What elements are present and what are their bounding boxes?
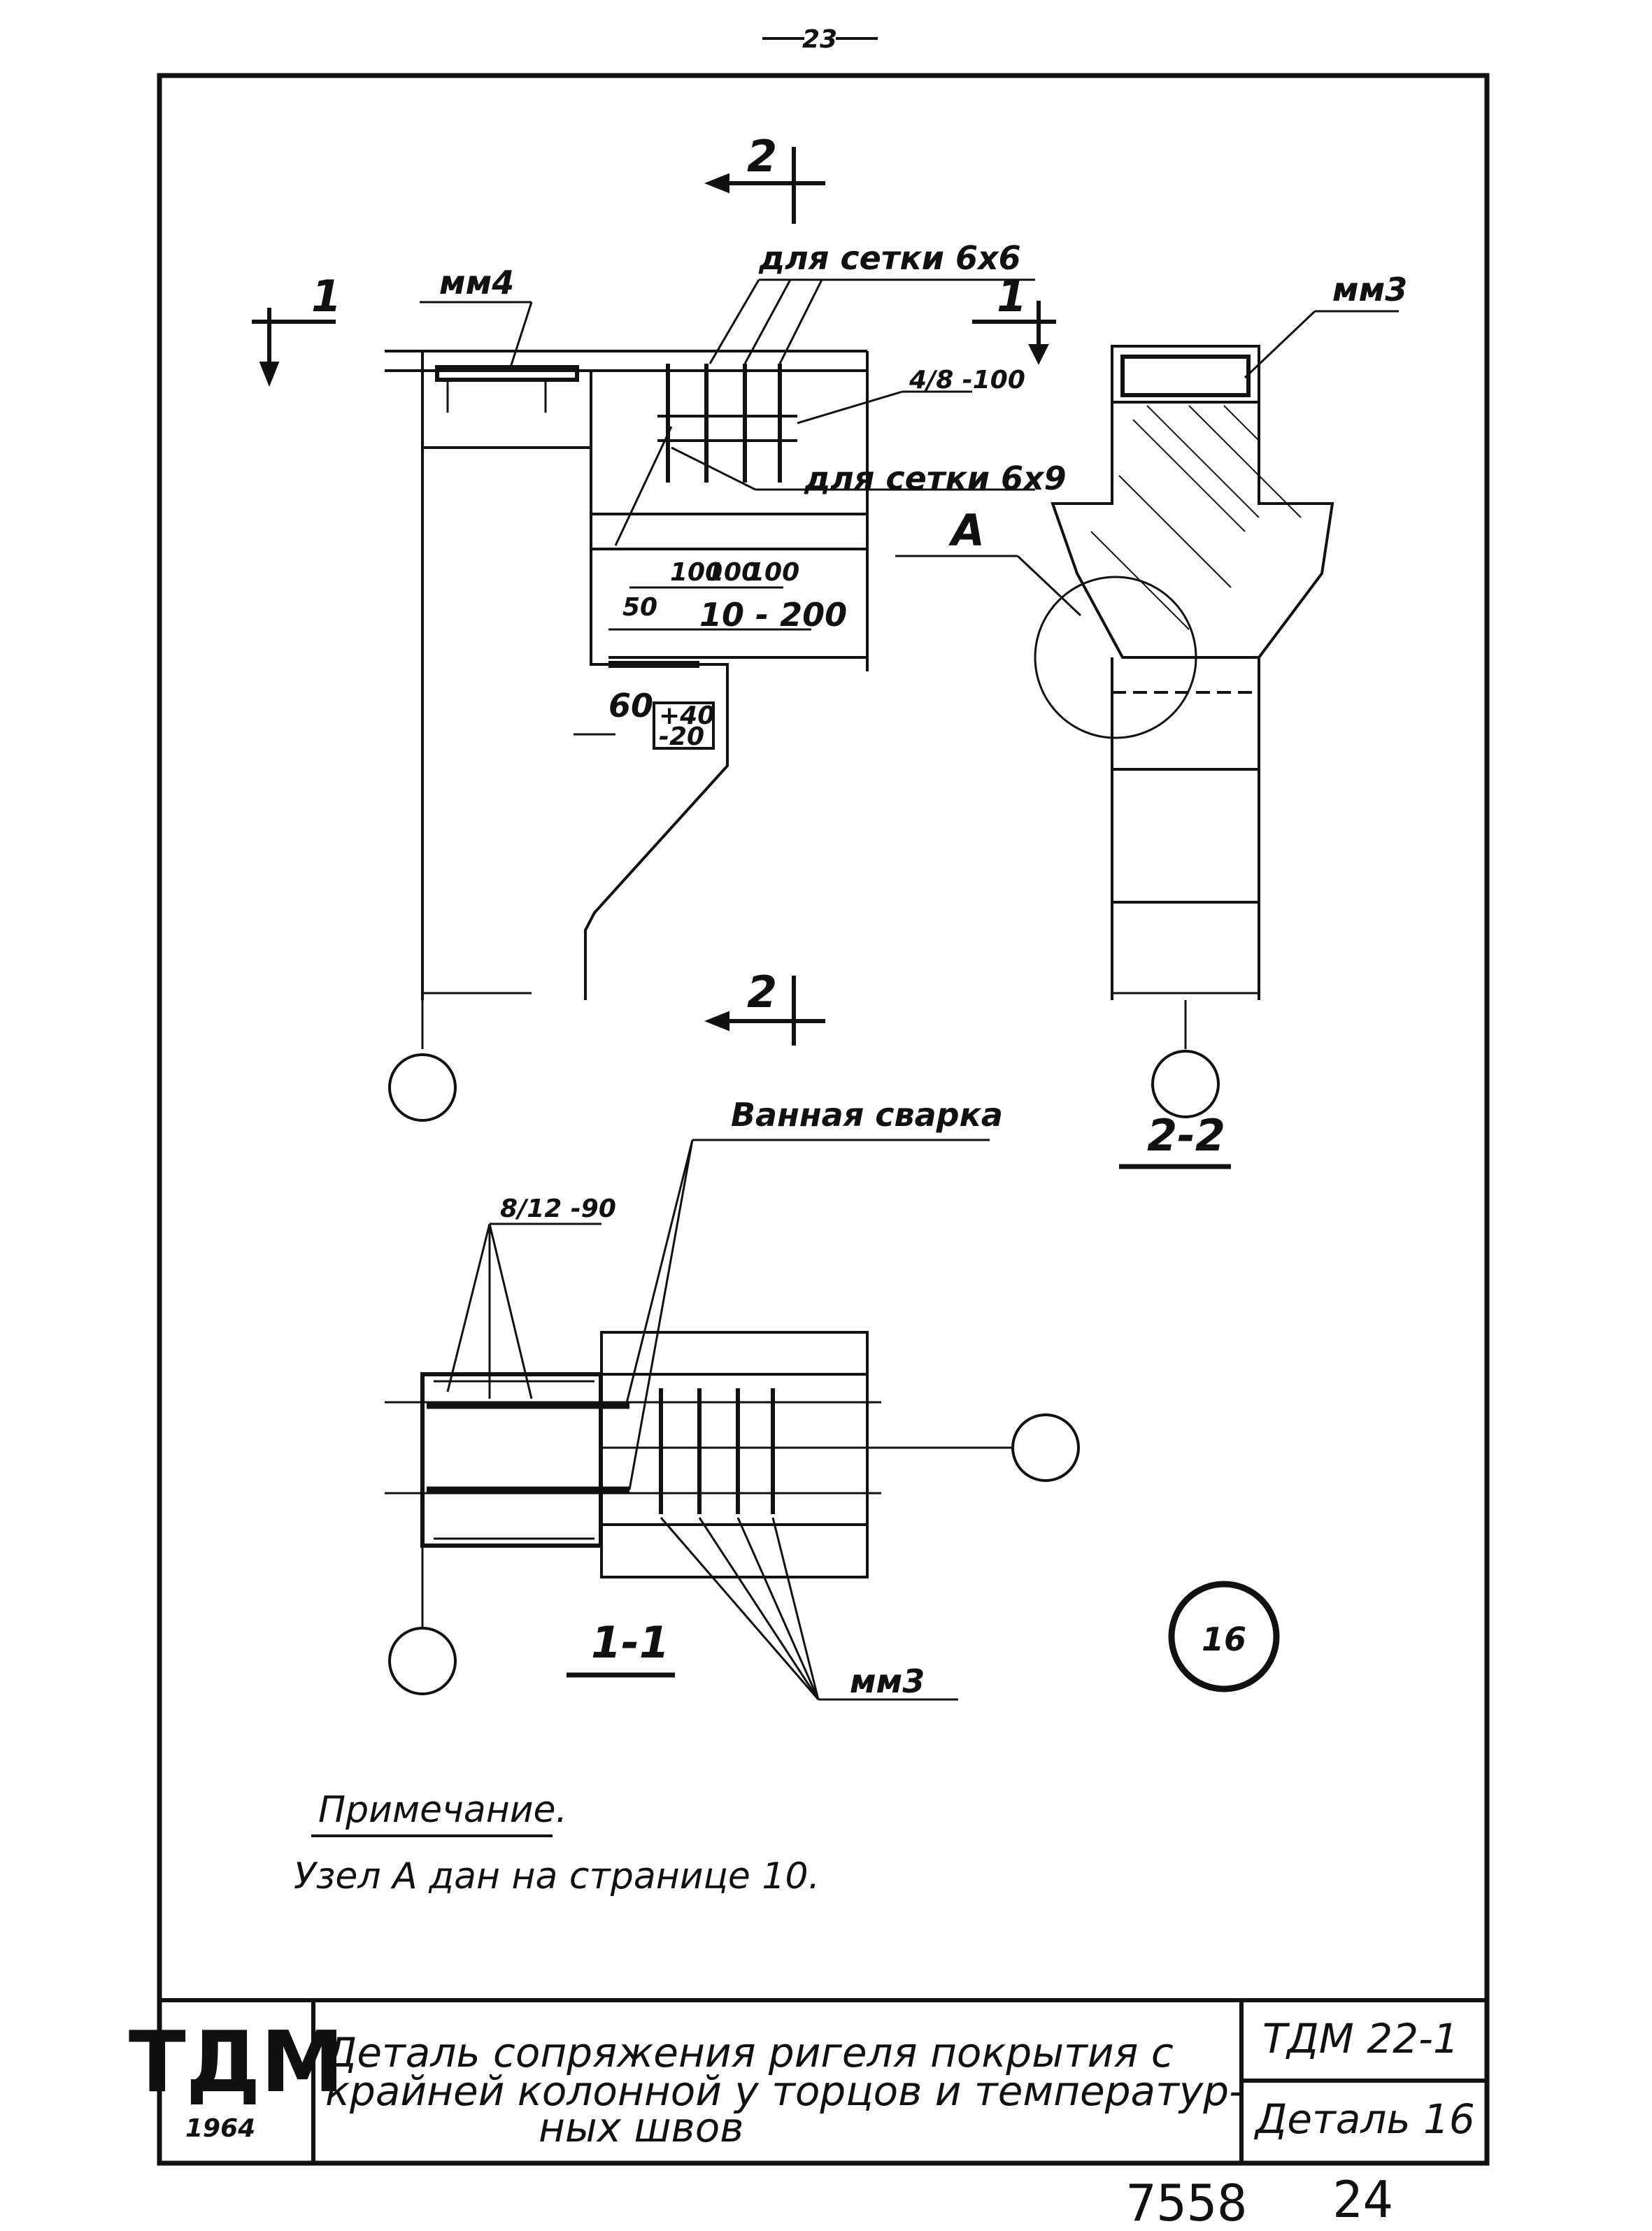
title-line-1: Деталь сопряжения ригеля покрытия с [323,2029,1174,2076]
section-mark-1-left [252,308,336,387]
section-mark-1-right-label: 1 [997,271,1027,322]
label-section-2-2: 2-2 [1147,1110,1225,1161]
section-mark-2-top-label: 2 [747,131,777,182]
label-mm3-top: мм3 [1332,271,1407,308]
label-section-1-1: 1-1 [591,1617,669,1668]
page-number-text: 23 [802,25,837,54]
label-node-A: А [948,505,985,556]
stamp-left: 7558 [1126,2174,1247,2231]
sheet-border [157,73,1490,2166]
title-line-3: ных швов [539,2104,743,2151]
detail-number: 16 [1202,1620,1246,1658]
section-mark-2-top [704,147,825,224]
axis-bubble-section-1-1-bottom [388,1627,457,1695]
label-rebar-8-12-90: 8/12 -90 [500,1195,616,1223]
section-mark-2-bottom [704,976,825,1046]
section-1-1-view [385,1139,1014,1701]
label-dim-60: 60 [608,687,653,725]
section-2-2-view [895,310,1399,1049]
title-block-year: 1964 [185,2114,255,2143]
label-spacing-100c: 100 [747,558,799,587]
title-line-2: крайней колонной у торцов и температур- [325,2067,1244,2115]
page-number: 23 [762,25,878,54]
note-text: Узел А дан на странице 10. [294,1855,820,1897]
label-mesh-6x6: для сетки 6х6 [758,239,1021,277]
section-mark-1-left-label: 1 [311,271,341,322]
title-block-code: ТДМ 22-1 [1262,2015,1459,2062]
axis-bubble-section-2-2 [1151,1050,1220,1118]
section-mark-2-bottom-label: 2 [747,967,777,1018]
stamp-right: 24 [1332,2170,1393,2229]
label-tol-plus: +40 [659,701,715,730]
label-mm4: мм4 [439,264,514,301]
label-tol-minus: -20 [659,722,704,751]
title-block-logo: ТДМ [129,2014,344,2111]
label-spacing-100b: 100 [706,558,759,587]
label-dim-10-200: 10 - 200 [699,596,847,634]
title-block-detail: Деталь 16 [1253,2095,1475,2143]
section-mark-1-right [972,301,1056,365]
title-block [159,1998,1487,2163]
label-mesh-6x9: для сетки 6х9 [804,459,1067,497]
axis-bubble-section-1-1-right [1011,1413,1080,1482]
detail-number-circle [1168,1581,1280,1692]
label-rebar-4-8-100: 4/8 -100 [909,366,1025,394]
elevation-view [385,278,1035,1049]
label-mm3-bottom: мм3 [850,1662,925,1700]
axis-bubble-elevation [388,1053,457,1122]
label-bath-welding: Ванная сварка [731,1096,1003,1134]
label-dim-50: 50 [622,593,657,622]
label-spacing-100a: 100 [670,558,722,587]
note-heading: Примечание. [318,1789,567,1831]
